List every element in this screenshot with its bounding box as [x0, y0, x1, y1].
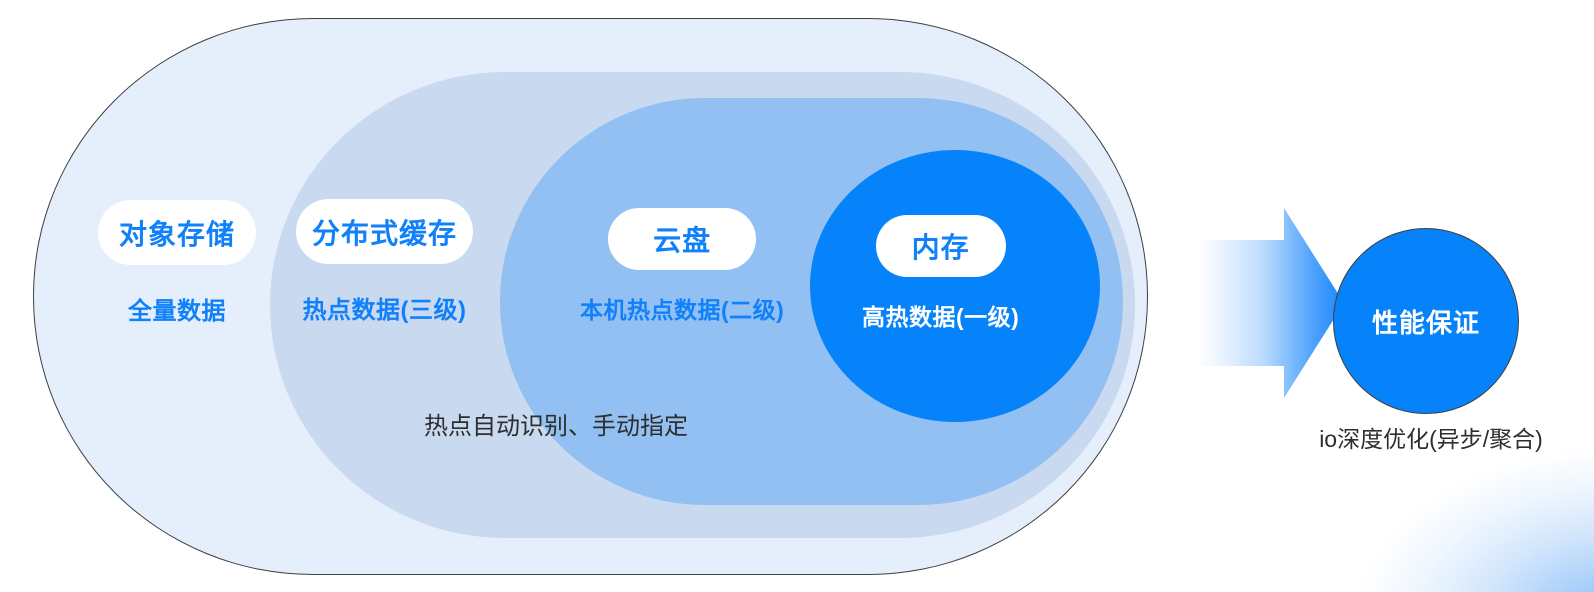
result-circle-label: 性能保证: [1371, 307, 1480, 338]
tier-pill-object-storage: 对象存储: [98, 200, 256, 265]
hotspot-note: 热点自动识别、手动指定: [424, 413, 688, 440]
tier-caption-object-storage: 全量数据: [128, 298, 226, 325]
tier-pill-label: 对象存储: [118, 218, 235, 250]
result-caption: io深度优化(异步/聚合): [1319, 426, 1543, 452]
tier-pill-cloud-disk: 云盘: [608, 208, 757, 270]
tier-pill-label: 云盘: [653, 225, 712, 256]
right-arrow-icon: [1196, 208, 1344, 398]
tier-pill-distributed-cache: 分布式缓存: [296, 199, 473, 264]
tier-group-cloud-disk: 云盘 本机热点数据(二级): [580, 208, 784, 325]
result-circle-performance: 性能保证: [1333, 228, 1519, 414]
tier-pill-label: 分布式缓存: [311, 217, 457, 249]
tier-caption-memory: 高热数据(一级): [862, 304, 1020, 330]
tier-pill-memory: 内存: [875, 215, 1006, 277]
tier-caption-distributed-cache: 热点数据(三级): [302, 297, 467, 324]
tier-caption-cloud-disk: 本机热点数据(二级): [580, 297, 785, 323]
tier-group-distributed-cache: 分布式缓存 热点数据(三级): [296, 199, 473, 325]
storage-layer-memory: [810, 150, 1100, 422]
tier-group-memory: 内存 高热数据(一级): [862, 215, 1019, 332]
tier-pill-label: 内存: [911, 232, 970, 263]
tier-group-object-storage: 对象存储 全量数据: [98, 200, 256, 326]
